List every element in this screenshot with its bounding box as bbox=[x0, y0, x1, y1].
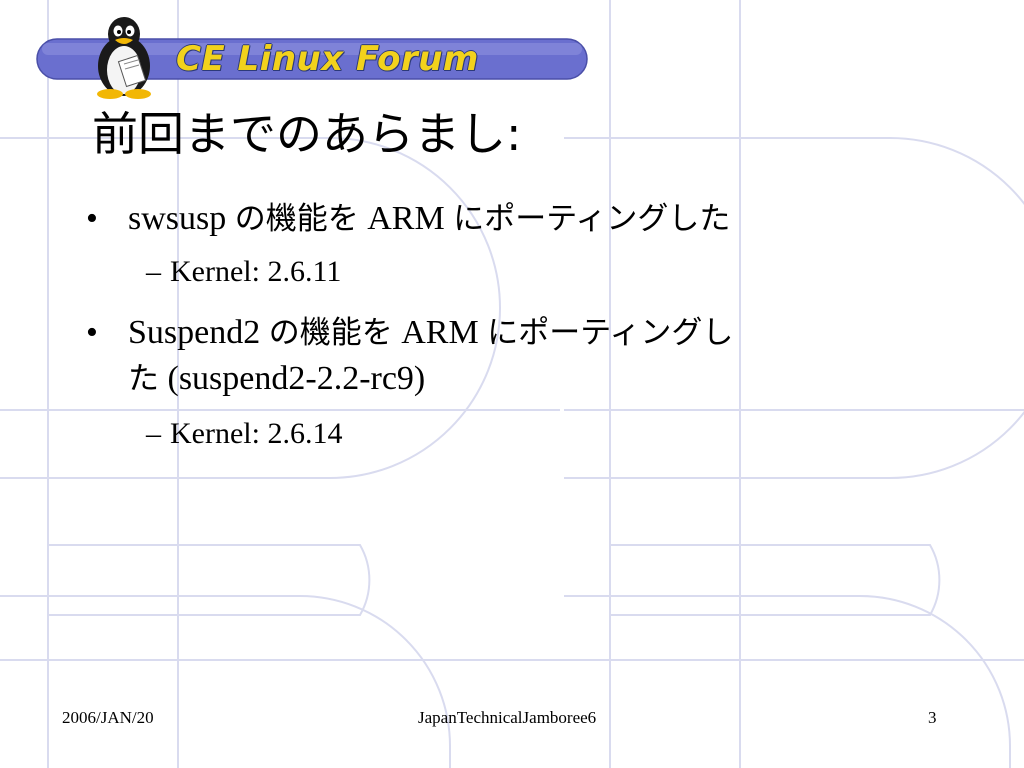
banner-title: CE Linux Forum bbox=[176, 39, 479, 79]
sub-bullet-dash: – bbox=[146, 255, 161, 288]
footer-date: 2006/JAN/20 bbox=[62, 708, 154, 727]
bullet-list: • swsusp の機能を ARM にポーティングした – Kernel: 2.… bbox=[84, 196, 964, 454]
sub-bullet-text: Kernel: 2.6.11 bbox=[170, 255, 342, 288]
bullet-text-latin: ARM bbox=[367, 200, 445, 237]
bullet-text-jp: にポーティングした bbox=[453, 201, 731, 237]
bullet-text-latin: ARM bbox=[401, 314, 479, 351]
slide-title: 前回までのあらまし: bbox=[92, 107, 522, 161]
bullet-text-latin: swsusp bbox=[128, 200, 227, 237]
bullet-text-jp: の機能を bbox=[234, 201, 359, 237]
sub-bullet-item: – Kernel: 2.6.11 bbox=[84, 252, 964, 292]
bullet-text-jp: にポーティングし bbox=[487, 315, 734, 351]
sub-bullet-dash: – bbox=[146, 417, 161, 450]
sub-bullet-item: – Kernel: 2.6.14 bbox=[84, 414, 964, 454]
bullet-text-latin: (suspend2-2.2-rc9) bbox=[167, 360, 426, 397]
tux-penguin-icon bbox=[97, 17, 151, 99]
bullet-dot-icon: • bbox=[86, 200, 98, 237]
footer-event: JapanTechnicalJamboree6 bbox=[418, 708, 597, 727]
bullet-item: • Suspend2 の機能を ARM にポーティングし た (suspend2… bbox=[84, 310, 964, 402]
header-banner bbox=[36, 38, 588, 80]
bullet-text-jp: た bbox=[128, 361, 159, 397]
bullet-item: • swsusp の機能を ARM にポーティングした bbox=[84, 196, 964, 242]
bullet-text-jp: の機能を bbox=[268, 315, 393, 351]
bullet-text-latin: Suspend2 bbox=[128, 314, 261, 351]
bullet-dot-icon: • bbox=[86, 314, 98, 351]
sub-bullet-text: Kernel: 2.6.14 bbox=[170, 417, 343, 450]
footer-page-number: 3 bbox=[928, 708, 937, 727]
